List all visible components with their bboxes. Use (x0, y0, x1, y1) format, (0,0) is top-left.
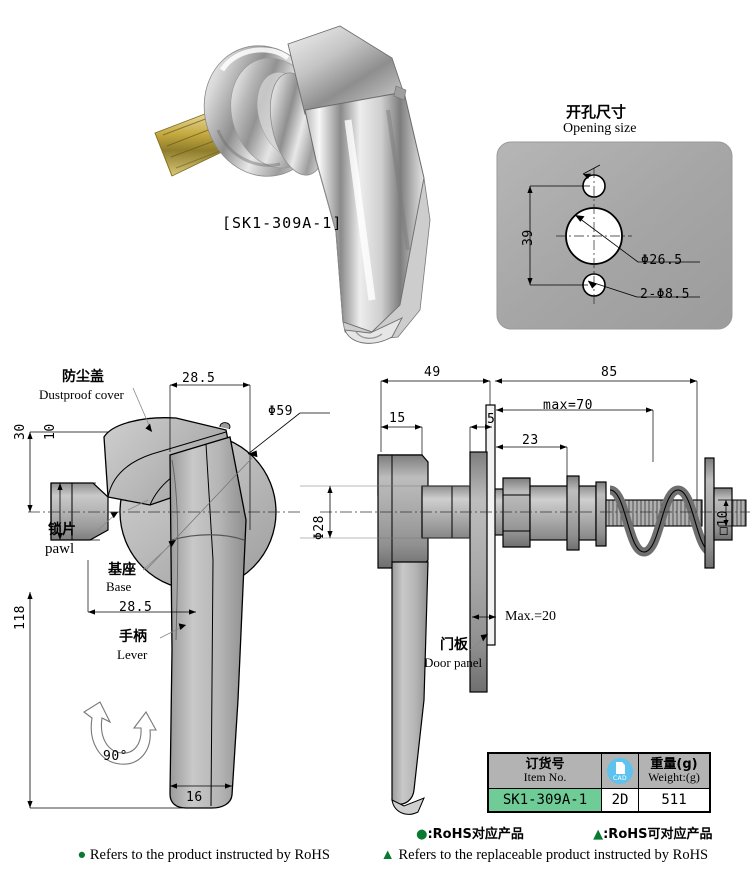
footer-rohs-cn-dot-text: :RoHS对应产品 (427, 827, 524, 842)
dim-right-23: 23 (522, 433, 539, 448)
cell-weight: 511 (638, 788, 711, 813)
footer-rohs-cn-dot: ●:RoHS对应产品 (398, 815, 524, 854)
cad-icon-wrapper: CAD (602, 754, 638, 788)
dim-right-max20: Max.=20 (505, 609, 557, 624)
dim-right-15: 15 (389, 411, 406, 426)
cell-item-no[interactable]: SK1-309A-1 (487, 788, 602, 813)
callout-base-cn: 基座 (108, 562, 136, 578)
rohs-dot-marker-en: ● (77, 846, 87, 863)
footer-rohs-cn-tri-text: :RoHS可对应产品 (603, 827, 713, 842)
dim-opening-main-hole: Φ26.5 (641, 253, 683, 268)
dim-right-shaft-diameter: Φ28 (312, 515, 327, 540)
cad-icon-label: CAD (612, 775, 628, 782)
header-weight-en: Weight:(g) (648, 770, 700, 785)
callout-base-en: Base (106, 579, 132, 594)
dim-left-bottom-width: 28.5 (119, 600, 153, 615)
dim-right-max70: max=70 (543, 398, 593, 413)
dim-right-front-length: 49 (424, 365, 441, 380)
header-weight: 重量(g) Weight:(g) (638, 752, 711, 789)
callout-lever-en: Lever (117, 647, 148, 662)
cell-cad-format[interactable]: 2D (601, 788, 639, 813)
opening-size-panel (496, 141, 733, 330)
rohs-triangle-marker-cn: ▲ (593, 827, 604, 842)
drawing-sheet: [SK1-309A-1] 开孔尺寸 Opening size 39 Φ26.5 … (13, 25, 750, 862)
dim-opening-small-holes: 2-Φ8.5 (640, 287, 690, 302)
header-item-no-en: Item No. (523, 770, 567, 785)
header-weight-cn: 重量(g) (650, 756, 698, 772)
callout-pawl-en: pawl (45, 541, 75, 557)
footer-rohs-en-dot-text: Refers to the product instructed by RoHS (89, 846, 330, 863)
dim-left-diameter: Φ59 (268, 404, 293, 419)
rohs-triangle-marker-en: ▲ (380, 846, 395, 863)
product-photo (154, 25, 431, 344)
footer-rohs-en-triangle: ▲ Refers to the replaceable product inst… (366, 833, 709, 877)
spec-table-data-row: SK1-309A-1 2D 511 (487, 788, 711, 813)
cad-icon[interactable]: CAD (607, 758, 633, 784)
dim-right-5: 5 (487, 412, 496, 427)
cad-page-glyph (616, 762, 625, 774)
header-item-no: 订货号 Item No. (487, 752, 602, 789)
rotation-90-symbol (83, 701, 157, 765)
callout-dustproof-en: Dustproof cover (39, 387, 124, 402)
callout-door-panel-en: Door panel (424, 655, 483, 670)
dim-opening-39: 39 (521, 229, 536, 246)
dim-left-lever-width: 16 (186, 790, 203, 805)
callout-dustproof-cn: 防尘盖 (62, 369, 104, 385)
dim-right-square-end: □10 (716, 510, 731, 535)
dim-rotation-angle: 90° (103, 749, 128, 764)
footer-rohs-cn-triangle: ▲:RoHS可对应产品 (575, 815, 713, 854)
spec-table-header-row: 订货号 Item No. CAD 重量(g) Weight:(g) (487, 752, 711, 789)
header-cad: CAD (601, 752, 639, 789)
footer-rohs-en-dot: ● Refers to the product instructed by Ro… (63, 833, 330, 877)
model-label: [SK1-309A-1] (222, 214, 343, 232)
left-view-drawing (27, 382, 330, 809)
footer-rohs-en-tri-text: Refers to the replaceable product instru… (398, 846, 709, 863)
dim-left-height-30: 30 (13, 423, 28, 440)
opening-size-title-cn: 开孔尺寸 (566, 103, 627, 121)
callout-door-panel-cn: 门板 (440, 637, 468, 653)
header-item-no-cn: 订货号 (525, 756, 565, 772)
dim-left-height-10: 10 (43, 423, 58, 440)
spec-table: 订货号 Item No. CAD 重量(g) Weight:(g) SK1-30… (487, 752, 711, 813)
callout-pawl-cn: 锁片 (48, 522, 76, 538)
right-view-drawing (300, 378, 750, 815)
rohs-dot-marker-cn: ● (416, 827, 428, 842)
opening-size-title-en: Opening size (563, 121, 637, 136)
dim-left-top-width: 28.5 (182, 371, 216, 386)
dim-left-total-height: 118 (13, 605, 28, 630)
callout-lever-cn: 手柄 (119, 629, 147, 645)
drawing-graphics (27, 25, 750, 815)
dim-right-rear-length: 85 (601, 365, 618, 380)
